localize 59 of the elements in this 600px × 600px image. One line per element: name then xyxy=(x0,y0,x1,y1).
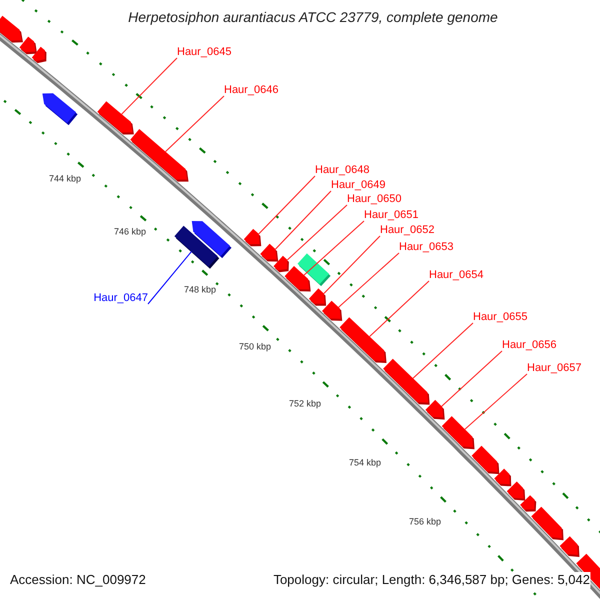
leader-line xyxy=(304,220,364,276)
leader-line xyxy=(412,322,474,379)
gene-label: Haur_0645 xyxy=(177,45,232,59)
scale-label: 756 kbp xyxy=(408,516,442,528)
title: Herpetosiphon aurantiacus ATCC 23779, complete genome xyxy=(127,8,499,26)
gene-feature xyxy=(32,46,46,64)
gene-feature xyxy=(274,256,289,272)
scale-label: 754 kbp xyxy=(348,458,382,468)
leader-line xyxy=(286,204,348,260)
gene-feature xyxy=(560,536,580,557)
gene-feature xyxy=(442,416,474,450)
feature-bar xyxy=(174,226,220,269)
leader-line xyxy=(369,280,430,337)
gene-feature xyxy=(130,129,188,182)
gene-label: Haur_0653 xyxy=(399,240,454,254)
genome-info: Accession: NC_009972 xyxy=(10,572,146,588)
feature-bar xyxy=(298,253,331,286)
gene-feature xyxy=(244,228,262,246)
gene-label: Haur_0650 xyxy=(347,192,402,206)
gene-feature xyxy=(260,244,278,262)
scale-label: 744 kbp xyxy=(48,174,82,184)
leader-line xyxy=(464,374,528,430)
leader-line xyxy=(323,236,380,294)
leader-line xyxy=(258,176,316,234)
gene-feature xyxy=(308,288,326,306)
gene-feature xyxy=(97,101,134,134)
gene-label: Haur_0656 xyxy=(502,338,556,352)
leader-line xyxy=(165,96,224,152)
leader-line xyxy=(338,252,400,308)
gene-label: Haur_0657 xyxy=(527,361,582,375)
gene-feature xyxy=(42,93,78,126)
leader-line xyxy=(441,350,502,407)
gene-feature xyxy=(19,36,37,54)
gene-label: Haur_0646 xyxy=(224,83,278,97)
gene-feature xyxy=(425,400,445,420)
gene-label: Haur_0651 xyxy=(364,208,418,222)
scale-label: 750 kbp xyxy=(238,342,272,352)
gene-feature xyxy=(0,16,23,43)
gene-label: Haur_0647 xyxy=(94,291,148,305)
scale-label: 746 kbp xyxy=(114,226,146,238)
gene-feature xyxy=(531,506,564,540)
gene-feature xyxy=(520,495,536,512)
gene-label: Haur_0654 xyxy=(429,268,484,282)
gene-label: Haur_0655 xyxy=(473,310,528,324)
leader-line xyxy=(275,190,332,250)
gene-label: Haur_0652 xyxy=(380,223,434,237)
gene-feature xyxy=(506,482,526,501)
scale-label: 748 kbp xyxy=(184,284,216,296)
scale-label: 752 kbp xyxy=(288,398,322,410)
gene-label: Haur_0648 xyxy=(315,163,370,177)
genome-info: Topology: circular; Length: 6,346,587 bp; Genes: 5,042 xyxy=(273,572,590,588)
leader-line xyxy=(148,251,192,304)
gene-label: Haur_0649 xyxy=(331,178,386,192)
gene-feature xyxy=(340,317,386,363)
gene-feature xyxy=(472,446,500,474)
gene-feature xyxy=(383,358,430,405)
leader-line xyxy=(121,58,178,115)
gene-feature xyxy=(494,468,512,486)
gene-feature xyxy=(322,300,342,321)
